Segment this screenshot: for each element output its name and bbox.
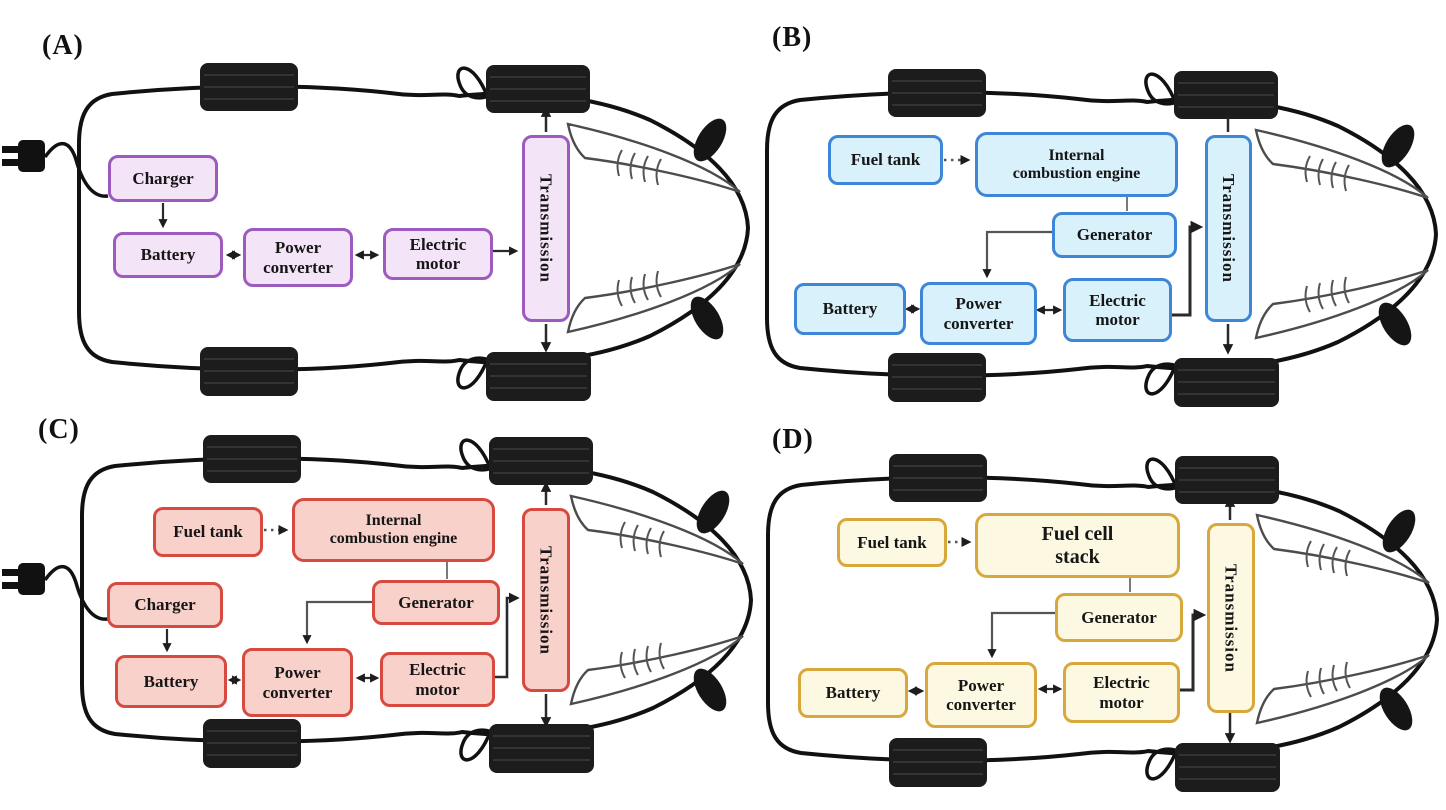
node-battery: Battery [113,232,223,278]
node-label: Electric motor [409,660,466,699]
panel-label-a: (A) [42,30,84,61]
node-label: Battery [825,683,881,703]
node-power-converter: Power converter [920,282,1037,345]
node-label: Transmission [1219,174,1239,283]
node-label: Fuel cell stack [1041,523,1114,568]
node-label: Generator [1076,225,1153,245]
node-generator: Generator [1055,593,1183,642]
node-fuel-tank: Fuel tank [828,135,943,185]
node-label: Generator [1081,607,1157,627]
panel-label-d: (D) [772,424,814,455]
node-transmission: Transmission [522,508,570,692]
node-label: Battery [822,299,878,319]
node-label: Fuel tank [850,150,921,170]
node-label: Power converter [263,238,333,277]
node-label: Internal combustion engine [1012,146,1141,182]
node-label: Fuel tank [173,522,243,542]
node-internal-combustion-engine: Internal combustion engine [975,132,1178,197]
node-fuel-tank: Fuel tank [837,518,947,567]
node-electric-motor: Electric motor [1063,662,1180,723]
node-power-converter: Power converter [243,228,353,287]
node-fuel-cell-stack: Fuel cell stack [975,513,1180,578]
connections-a [158,106,552,353]
node-label: Power converter [943,294,1014,333]
node-label: Transmission [536,545,556,655]
connections-c [162,481,552,728]
node-battery: Battery [794,283,906,335]
node-label: Battery [143,671,199,691]
node-label: Charger [134,595,196,615]
connections-b [904,107,1234,355]
connections-d [907,496,1236,744]
node-label: Electric motor [1093,673,1150,712]
node-power-converter: Power converter [925,662,1037,728]
node-label: Transmission [1221,563,1241,673]
node-generator: Generator [372,580,500,625]
node-electric-motor: Electric motor [1063,278,1172,342]
node-label: Internal combustion engine [329,512,458,547]
node-electric-motor: Electric motor [380,652,495,707]
node-charger: Charger [107,582,223,628]
node-battery: Battery [798,668,908,718]
node-battery: Battery [115,655,227,708]
node-transmission: Transmission [522,135,570,322]
node-power-converter: Power converter [242,648,353,717]
node-label: Fuel tank [857,532,927,552]
node-charger: Charger [108,155,218,202]
node-internal-combustion-engine: Internal combustion engine [292,498,495,562]
node-label: Power converter [262,663,333,702]
node-label: Transmission [536,174,556,283]
node-fuel-tank: Fuel tank [153,507,263,557]
panel-label-b: (B) [772,22,813,53]
node-label: Charger [132,168,194,188]
node-transmission: Transmission [1207,523,1255,713]
node-label: Battery [140,245,196,265]
node-electric-motor: Electric motor [383,228,493,280]
node-label: Electric motor [1089,290,1146,329]
node-label: Generator [398,592,474,612]
node-generator: Generator [1052,212,1177,258]
panel-label-c: (C) [38,414,80,445]
node-transmission: Transmission [1205,135,1252,322]
node-label: Electric motor [409,234,467,273]
node-label: Power converter [946,675,1016,714]
